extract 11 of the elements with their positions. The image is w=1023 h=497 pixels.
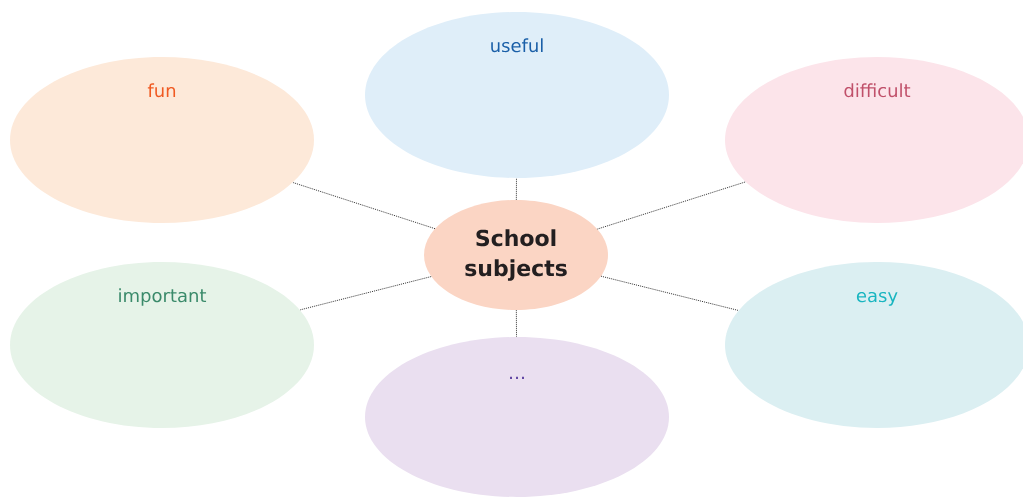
dotted-line [515, 309, 517, 338]
ellipse-node: School subjects [424, 200, 608, 310]
ellipse-node: fun [10, 57, 314, 223]
dotted-line [600, 275, 740, 311]
dotted-line [299, 276, 432, 311]
dotted-line [292, 182, 436, 230]
ellipse-node: useful [365, 12, 669, 178]
dotted-line [596, 181, 746, 230]
dotted-line [515, 177, 517, 201]
ellipse-node: … [365, 337, 669, 497]
ellipse-node: important [10, 262, 314, 428]
